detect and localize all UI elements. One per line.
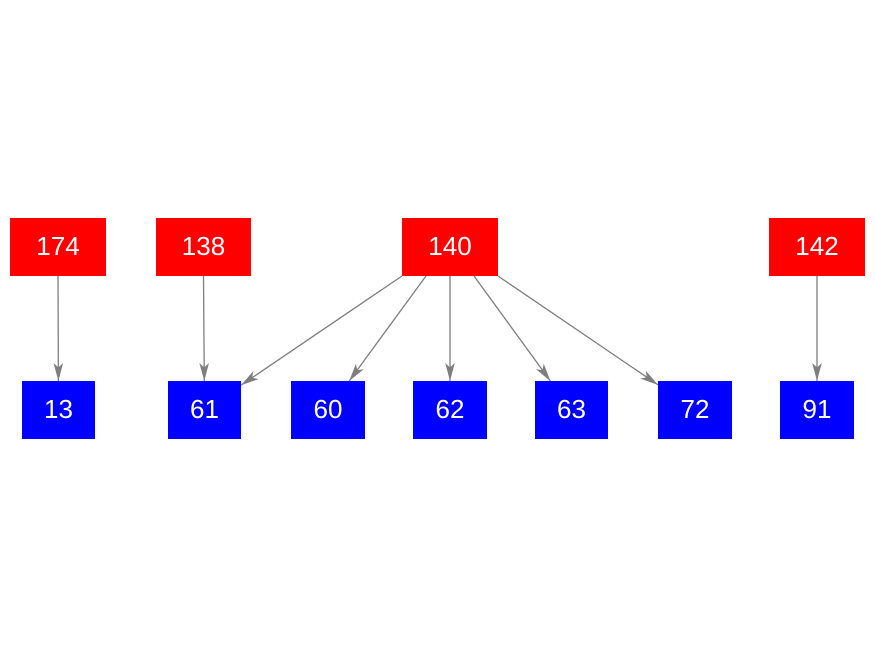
node-label: 91 <box>802 394 832 424</box>
node-label: 140 <box>428 231 472 261</box>
graph-node-174: 174 <box>10 218 106 276</box>
node-label: 72 <box>680 394 710 424</box>
node-label: 61 <box>190 394 219 424</box>
node-label: 63 <box>557 394 586 424</box>
edge-138-61 <box>199 275 209 382</box>
graph-node-63: 63 <box>535 381 608 439</box>
graph-node-140: 140 <box>402 218 498 276</box>
node-label: 13 <box>44 394 73 424</box>
graph-node-72: 72 <box>658 381 732 439</box>
graph-node-13: 13 <box>22 381 95 439</box>
edge-140-63 <box>473 275 551 382</box>
edge-140-60 <box>348 275 427 382</box>
graph-node-142: 142 <box>769 218 865 276</box>
graph-node-91: 91 <box>780 381 854 439</box>
node-label: 62 <box>435 394 465 424</box>
graph-node-61: 61 <box>168 381 241 439</box>
node-label: 60 <box>313 394 343 424</box>
edge-140-61 <box>240 275 403 386</box>
graph-node-62: 62 <box>413 381 487 439</box>
node-label: 174 <box>36 231 80 261</box>
graph-node-138: 138 <box>156 218 251 276</box>
node-label: 138 <box>181 231 226 261</box>
edge-140-72 <box>497 275 659 386</box>
node-label: 142 <box>795 231 839 261</box>
graph-node-60: 60 <box>291 381 365 439</box>
